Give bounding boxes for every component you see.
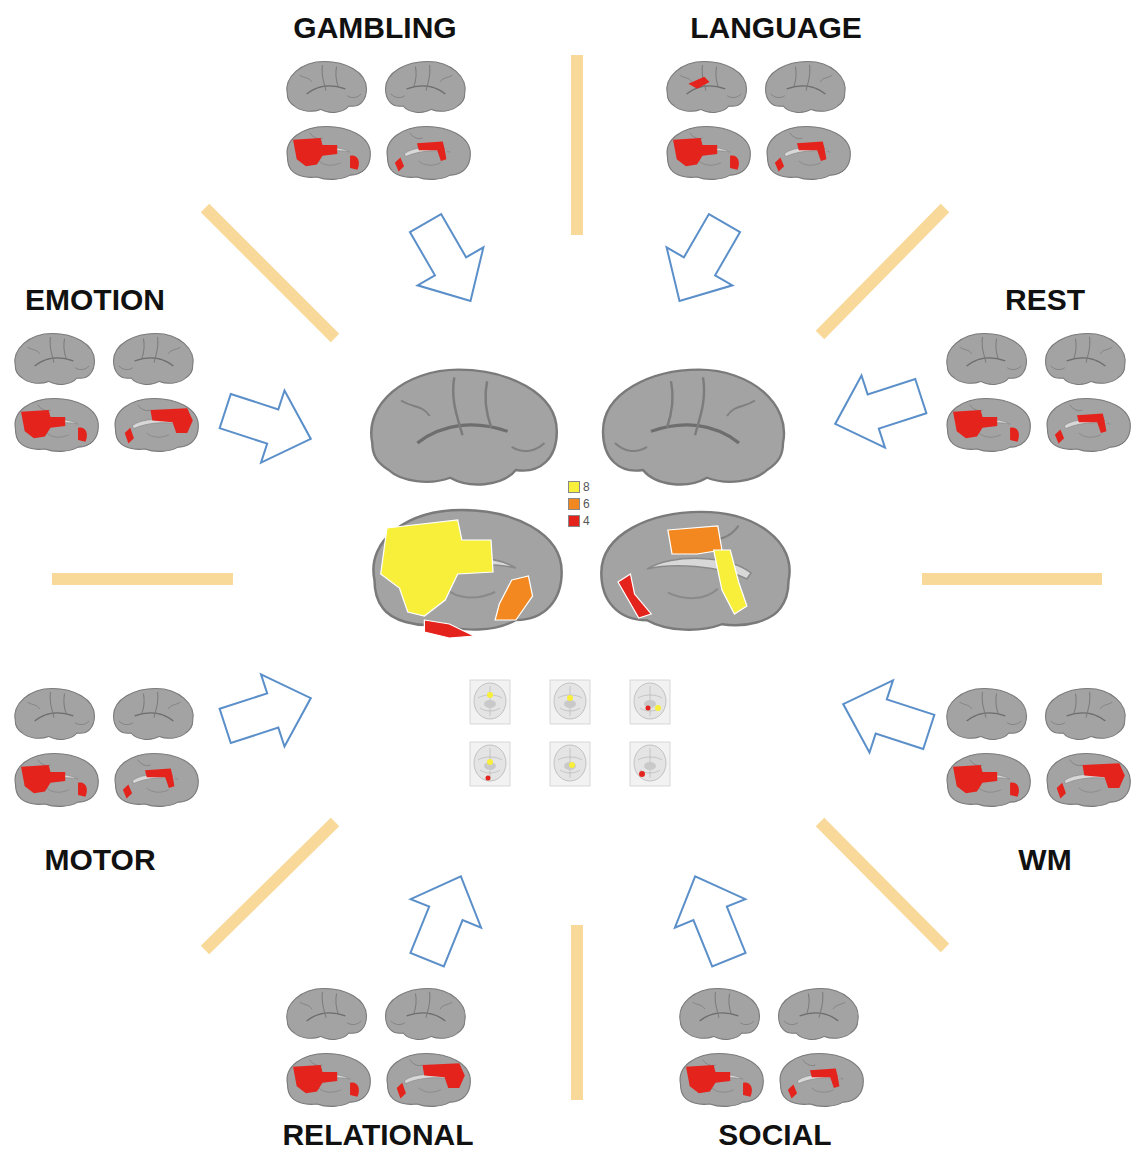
legend-row: 8 (568, 481, 590, 493)
legend-text: 6 (583, 498, 590, 510)
legend-text: 8 (583, 481, 590, 493)
task-label: GAMBLING (293, 13, 456, 43)
task-label: MOTOR (44, 845, 155, 875)
inward-arrows (213, 204, 940, 974)
legend-swatch (568, 481, 580, 493)
task-label: SOCIAL (718, 1120, 831, 1150)
central-brain (371, 370, 789, 638)
legend-text: 4 (583, 515, 590, 527)
task-label: WM (1018, 845, 1071, 875)
task-label: RELATIONAL (282, 1120, 473, 1150)
task-brain-panels (15, 61, 1130, 1106)
task-label: EMOTION (25, 285, 165, 315)
legend-swatch (568, 515, 580, 527)
legend-row: 6 (568, 498, 590, 510)
divider-bars (52, 55, 1102, 1100)
legend-row: 4 (568, 515, 590, 527)
task-label: LANGUAGE (690, 13, 862, 43)
task-label: REST (1005, 285, 1085, 315)
legend-swatch (568, 498, 580, 510)
coronal-slices (470, 680, 670, 786)
